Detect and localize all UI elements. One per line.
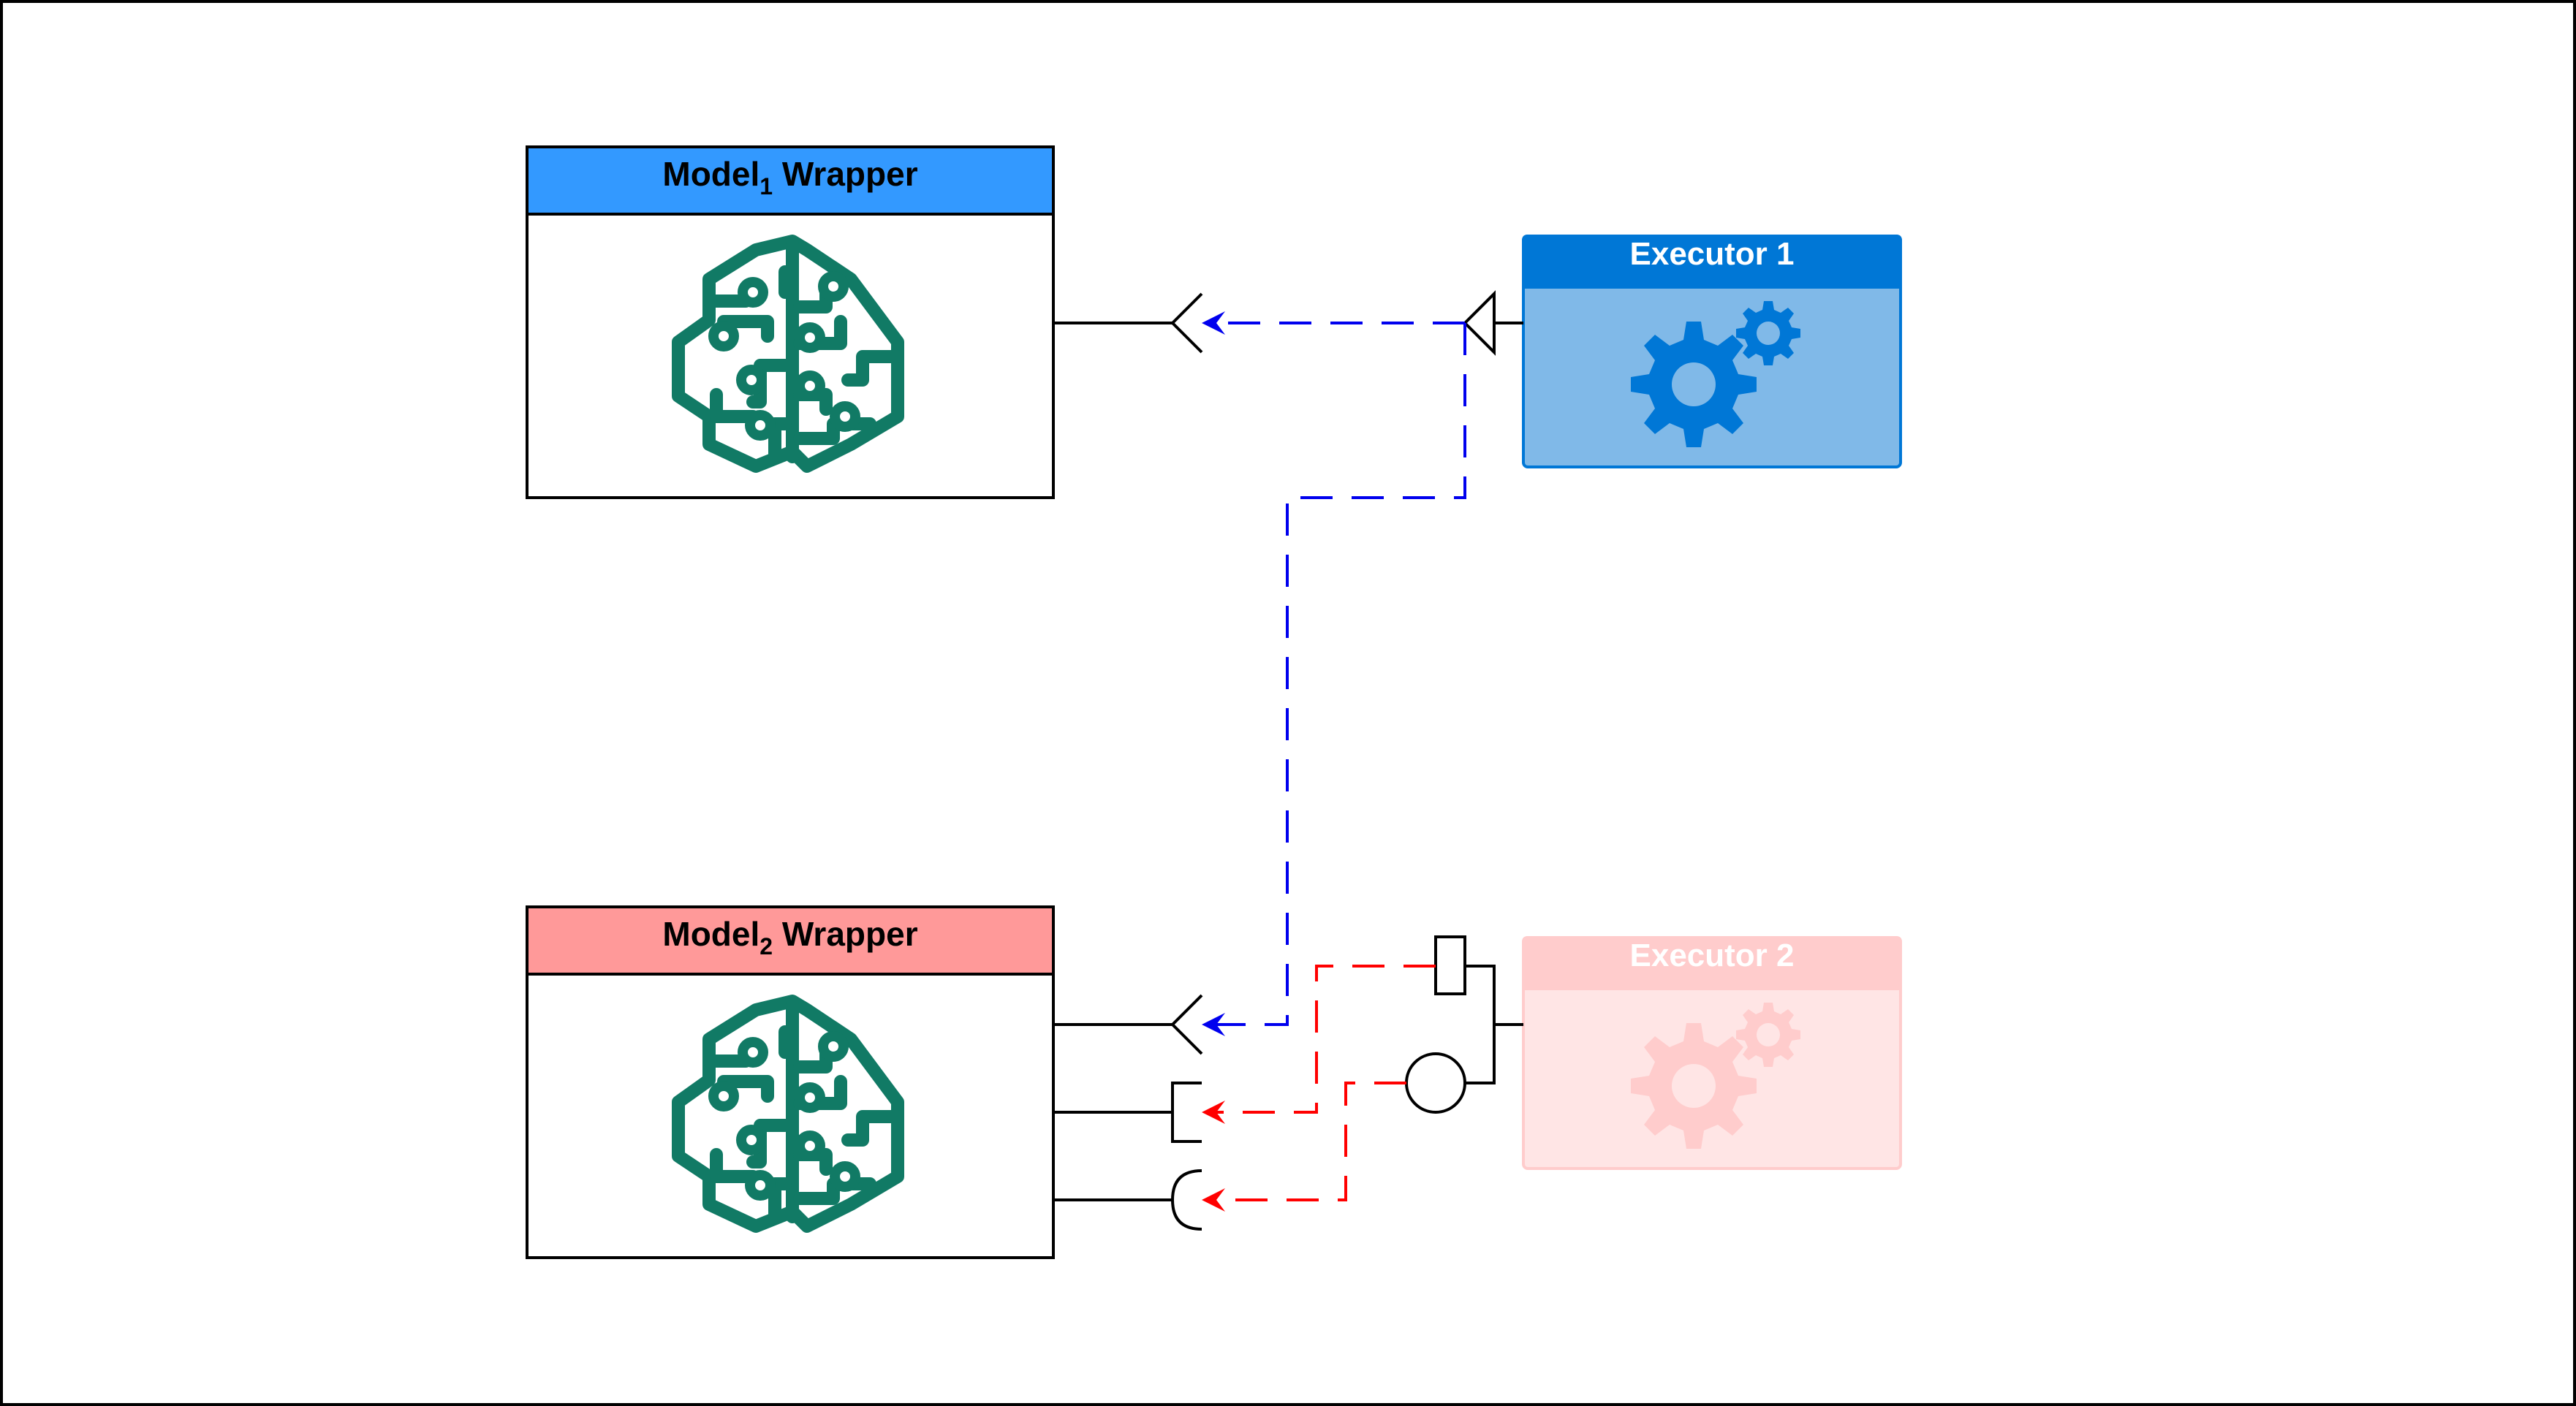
executor1-header (1522, 235, 1902, 289)
model2-title: Model2 Wrapper (662, 915, 917, 960)
red-dashed-link-bracket (1202, 965, 1436, 1124)
model2-port-socket-1 (1053, 994, 1203, 1055)
blue-dashed-link-model2 (1202, 323, 1466, 1036)
executor1-port-connector (1463, 290, 1523, 356)
model2-port-arc (1053, 1169, 1202, 1231)
executor2-header (1522, 936, 1902, 990)
model1-port-connector (1053, 292, 1203, 354)
model2-wrapper[interactable]: Model2 Wrapper (526, 905, 1055, 1259)
red-dashed-link-arc (1202, 1082, 1406, 1212)
blue-dashed-link-model1 (1202, 311, 1465, 335)
executor1-box[interactable]: Executor 1 (1522, 235, 1902, 468)
executor2-box[interactable]: Executor 2 (1522, 936, 1902, 1170)
gears-icon (1631, 1003, 1800, 1149)
model1-title: Model1 Wrapper (662, 155, 917, 200)
model2-port-bracket (1053, 1082, 1202, 1143)
model1-header (526, 145, 1055, 216)
gears-icon (1631, 301, 1800, 447)
executor2-title: Executor 2 (1630, 938, 1795, 973)
executor1-title: Executor 1 (1630, 236, 1795, 272)
model1-wrapper[interactable]: Model1 Wrapper (526, 145, 1055, 499)
executor2-port-connector (1405, 935, 1523, 1114)
